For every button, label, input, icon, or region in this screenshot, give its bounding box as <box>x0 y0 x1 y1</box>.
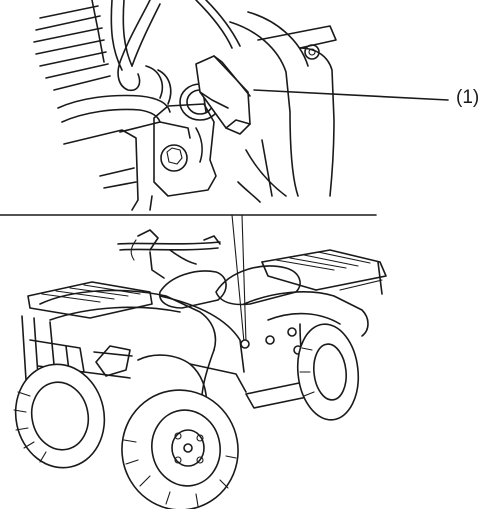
hoses <box>110 0 241 92</box>
atv-overview <box>13 229 387 509</box>
body-panel <box>229 11 337 203</box>
seat <box>215 265 301 306</box>
location-leader-a <box>231 214 245 343</box>
bolt-icon <box>160 144 188 172</box>
engine-fins <box>33 0 111 91</box>
rear-rack <box>261 249 387 295</box>
ignition-switch <box>179 55 251 135</box>
callout-label-1: (1) <box>456 87 480 108</box>
front-right-wheel <box>121 389 239 509</box>
handlebar <box>117 229 221 279</box>
detail-inset <box>33 0 449 211</box>
frame-tube <box>57 65 172 123</box>
location-leader-b <box>241 214 247 343</box>
housing <box>63 121 191 211</box>
bracket <box>149 103 217 211</box>
callout-1-leader <box>253 89 449 101</box>
front-body <box>39 289 247 411</box>
fuel-tank <box>158 270 227 309</box>
switch-location-marker <box>240 339 250 349</box>
rear-right-wheel <box>296 323 360 421</box>
front-left-wheel <box>13 363 106 469</box>
